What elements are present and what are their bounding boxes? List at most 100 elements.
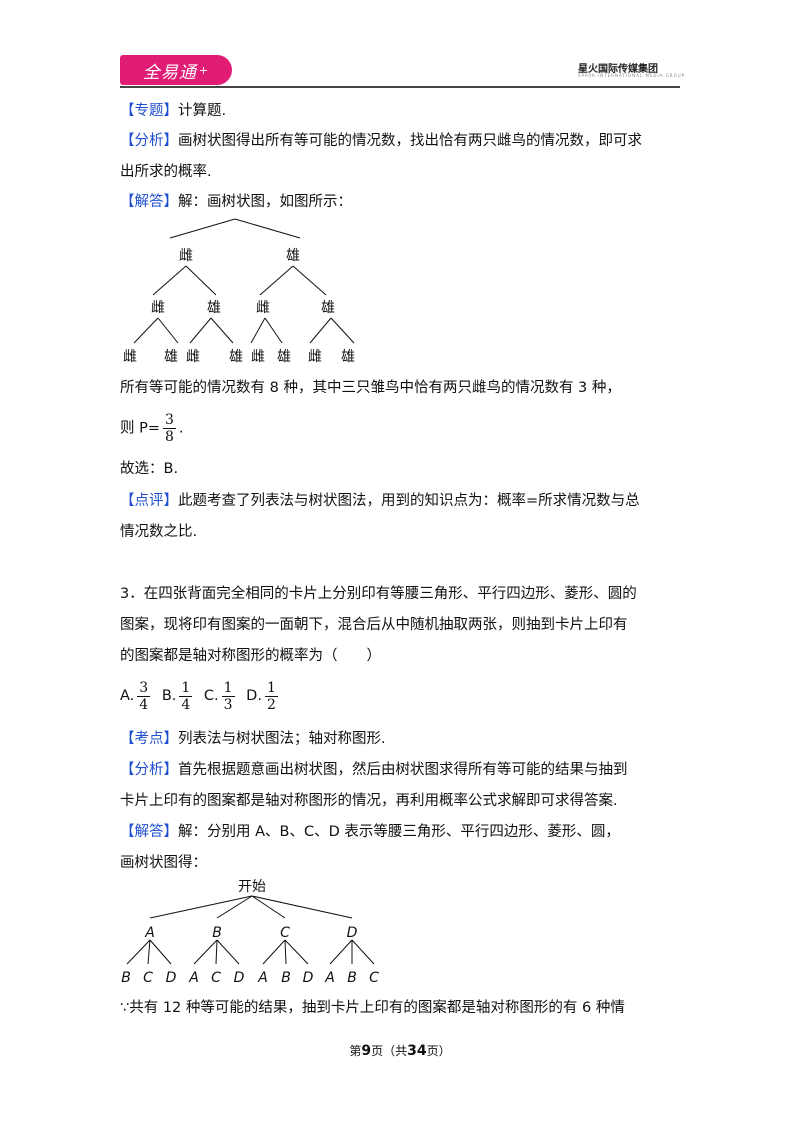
logo: 全易通+ bbox=[120, 55, 232, 85]
header-divider bbox=[120, 86, 680, 88]
q2-solution: 【解答】解：画树状图，如图所示： bbox=[120, 192, 352, 212]
q3-solution-text: 解：分别用 A、B、C、D 表示等腰三角形、平行四边形、菱形、圆， bbox=[178, 824, 620, 840]
tree-node-l2-1: 雄 bbox=[207, 300, 221, 316]
q3-stem-line3: 的图案都是轴对称图形的概率为（ ） bbox=[120, 648, 381, 664]
solution-text: 解：画树状图，如图所示： bbox=[178, 194, 352, 210]
tree3-l2-8: D bbox=[303, 970, 314, 986]
tree3-l2-5: D bbox=[234, 970, 245, 986]
analysis-text: 画树状图得出所有等可能的情况数，找出恰有两只雌鸟的情况数，即可求 bbox=[178, 133, 642, 149]
comment-text: 此题考查了列表法与树状图法，用到的知识点为：概率=所求情况数与总 bbox=[178, 493, 640, 509]
q2-topic: 【专题】计算题. bbox=[120, 101, 226, 121]
tree3-l2-1: C bbox=[143, 970, 153, 986]
tree-node-l1-1: 雄 bbox=[286, 248, 300, 264]
tree-node-l2-0: 雌 bbox=[151, 300, 165, 316]
q3-analysis-tag: 【分析】 bbox=[120, 762, 178, 778]
p-numerator: 3 bbox=[163, 412, 176, 429]
footer-pre: 第 bbox=[349, 1044, 362, 1058]
q3-stem-line1: 3．在四张背面完全相同的卡片上分别印有等腰三角形、平行四边形、菱形、圆的 bbox=[120, 586, 637, 602]
footer-post: 页） bbox=[426, 1044, 451, 1058]
option-a-label: A. bbox=[120, 688, 135, 704]
option-a-num: 3 bbox=[137, 679, 151, 697]
tree-node-l3-1: 雄 bbox=[164, 349, 178, 365]
page-footer: 第9页（共34页） bbox=[0, 1042, 800, 1059]
point-text: 列表法与树状图法；轴对称图形. bbox=[178, 731, 386, 747]
brand-subtitle: SPARK INTERNATIONAL MEDIA GROUP bbox=[578, 73, 686, 78]
tree3-l2-9: A bbox=[324, 970, 335, 986]
tree-node-l3-2: 雌 bbox=[186, 349, 200, 365]
tree3-l2-6: A bbox=[257, 970, 268, 986]
p-suffix: . bbox=[178, 420, 184, 437]
option-a-den: 4 bbox=[139, 696, 149, 713]
tree3-l2-4: C bbox=[211, 970, 221, 986]
footer-mid: 页（共 bbox=[371, 1044, 408, 1058]
tree3-l2-7: B bbox=[281, 970, 291, 986]
q3-solution-line2: 画树状图得： bbox=[120, 855, 207, 871]
logo-plus: + bbox=[198, 63, 210, 77]
option-d-den: 2 bbox=[266, 696, 276, 713]
q2-comment-line1: 【点评】此题考查了列表法与树状图法，用到的知识点为：概率=所求情况数与总 bbox=[120, 491, 640, 511]
q2-result: 所有等可能的情况数有 8 种，其中三只雏鸟中恰有两只雌鸟的情况数有 3 种， bbox=[120, 380, 621, 396]
tree-node-l3-5: 雄 bbox=[277, 349, 291, 365]
point-tag: 【考点】 bbox=[120, 731, 178, 747]
option-d-num: 1 bbox=[264, 679, 278, 697]
tree3-l2-0: B bbox=[121, 970, 131, 986]
q2-analysis-line2: 出所求的概率. bbox=[120, 164, 212, 180]
footer-page: 9 bbox=[361, 1043, 372, 1059]
tree3-l2-2: D bbox=[166, 970, 177, 986]
option-c-label: C. bbox=[203, 688, 219, 704]
tree-node-l3-0: 雌 bbox=[123, 349, 137, 365]
p-denominator: 8 bbox=[165, 429, 174, 445]
option-b-num: 1 bbox=[179, 679, 193, 697]
tree3-l1-0: A bbox=[144, 925, 155, 941]
option-c-den: 3 bbox=[223, 696, 233, 713]
q3-analysis-line2: 卡片上印有的图案都是轴对称图形的情况，再利用概率公式求解即可求得答案. bbox=[120, 793, 618, 809]
comment-tag: 【点评】 bbox=[120, 493, 178, 509]
q2-analysis-line1: 【分析】画树状图得出所有等可能的情况数，找出恰有两只雌鸟的情况数，即可求 bbox=[120, 131, 642, 151]
tree-node-l3-6: 雌 bbox=[308, 349, 322, 365]
option-c-num: 1 bbox=[221, 679, 235, 697]
tree-node-l2-3: 雄 bbox=[321, 300, 335, 316]
option-b-den: 4 bbox=[181, 696, 191, 713]
q3-solution-tag: 【解答】 bbox=[120, 824, 178, 840]
analysis-tag: 【分析】 bbox=[120, 133, 178, 149]
tree3-l2-10: B bbox=[347, 970, 357, 986]
q2-comment-line2: 情况数之比. bbox=[120, 524, 198, 540]
topic-tag: 【专题】 bbox=[120, 103, 178, 119]
q3-solution-line1: 【解答】解：分别用 A、B、C、D 表示等腰三角形、平行四边形、菱形、圆， bbox=[120, 822, 620, 842]
tree3-l2-11: C bbox=[369, 970, 379, 986]
q3-stem-line2: 图案，现将印有图案的一面朝下，混合后从中随机抽取两张，则抽到卡片上印有 bbox=[120, 617, 628, 633]
option-b-label: B. bbox=[161, 688, 177, 704]
tree3-l1-3: D bbox=[347, 925, 358, 941]
tree-root: 开始 bbox=[238, 879, 266, 895]
tree-node-l1-0: 雌 bbox=[179, 248, 193, 264]
tree-node-l3-7: 雄 bbox=[341, 349, 355, 365]
q2-choose: 故选：B. bbox=[120, 461, 179, 477]
brand-name: 星火国际传媒集团 bbox=[578, 64, 658, 75]
tree3-l2-3: A bbox=[188, 970, 199, 986]
tree3-l1-1: B bbox=[212, 925, 222, 941]
tree-node-l3-4: 雌 bbox=[251, 349, 265, 365]
tree-node-l2-2: 雌 bbox=[256, 300, 270, 316]
tree3-l1-2: C bbox=[280, 925, 290, 941]
q3-analysis-text: 首先根据题意画出树状图，然后由树状图求得所有等可能的结果与抽到 bbox=[178, 762, 628, 778]
topic-text: 计算题. bbox=[178, 103, 227, 119]
footer-total: 34 bbox=[407, 1043, 427, 1059]
q3-last-line: ∵共有 12 种等可能的结果，抽到卡片上印有的图案都是轴对称图形的有 6 种情 bbox=[120, 1000, 625, 1016]
option-d-label: D. bbox=[246, 688, 262, 704]
tree-node-l3-3: 雄 bbox=[229, 349, 243, 365]
solution-tag: 【解答】 bbox=[120, 194, 178, 210]
q3-analysis-line1: 【分析】首先根据题意画出树状图，然后由树状图求得所有等可能的结果与抽到 bbox=[120, 760, 628, 780]
p-prefix: 则 P= bbox=[120, 420, 161, 437]
